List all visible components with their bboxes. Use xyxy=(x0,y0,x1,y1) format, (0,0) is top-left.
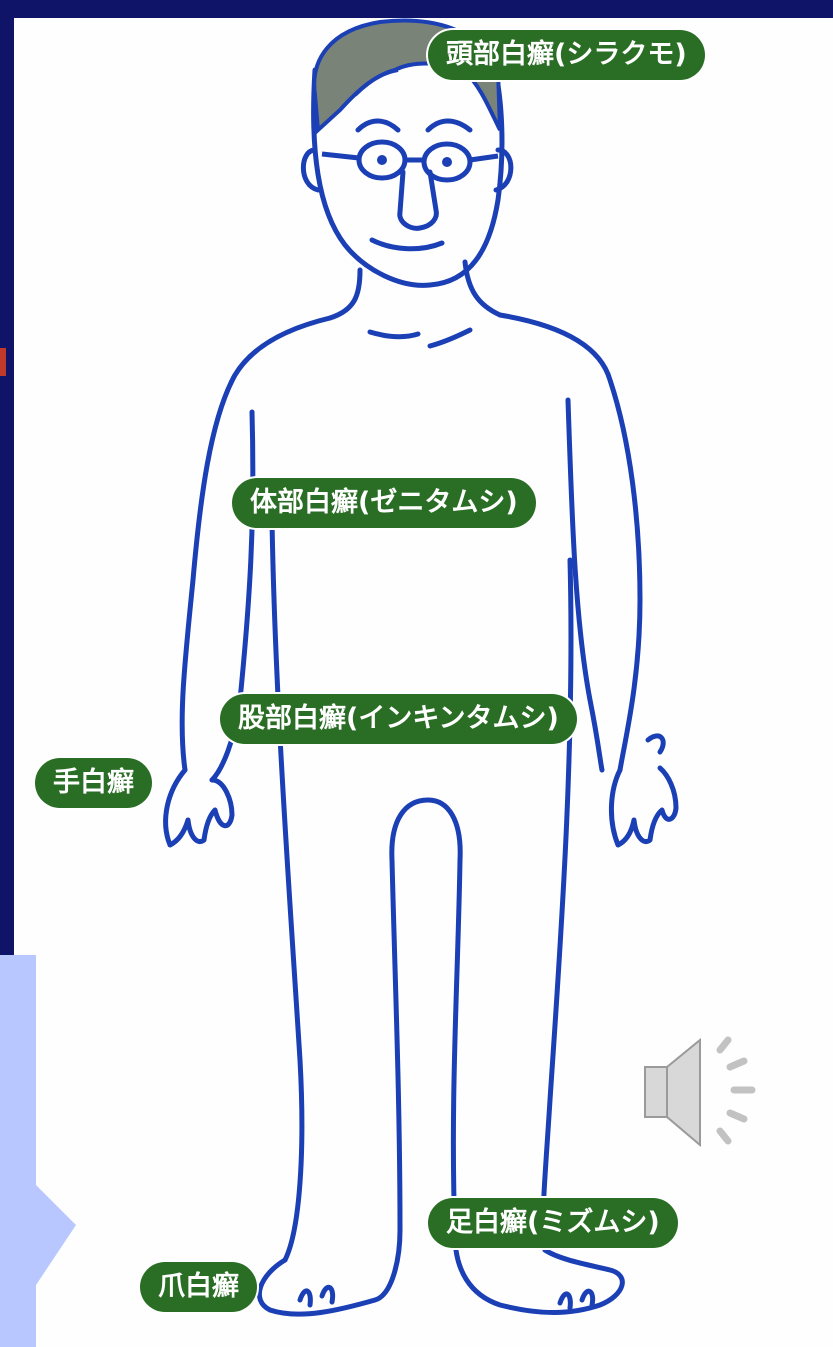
slide-chevron-shape xyxy=(0,955,76,1347)
slide-left-frame xyxy=(0,0,14,955)
label-nail-tinea: 爪白癬 xyxy=(140,1262,257,1312)
slide-top-frame xyxy=(0,0,833,18)
label-head-tinea: 頭部白癬(シラクモ) xyxy=(428,30,705,80)
label-foot-tinea: 足白癬(ミズムシ) xyxy=(428,1198,678,1248)
slide-accent-mark xyxy=(0,348,6,376)
label-groin-tinea: 股部白癬(インキンタムシ) xyxy=(220,694,577,744)
speaker-icon[interactable] xyxy=(640,1035,770,1155)
label-hand-tinea: 手白癬 xyxy=(35,758,152,808)
label-body-tinea: 体部白癬(ゼニタムシ) xyxy=(232,478,536,528)
